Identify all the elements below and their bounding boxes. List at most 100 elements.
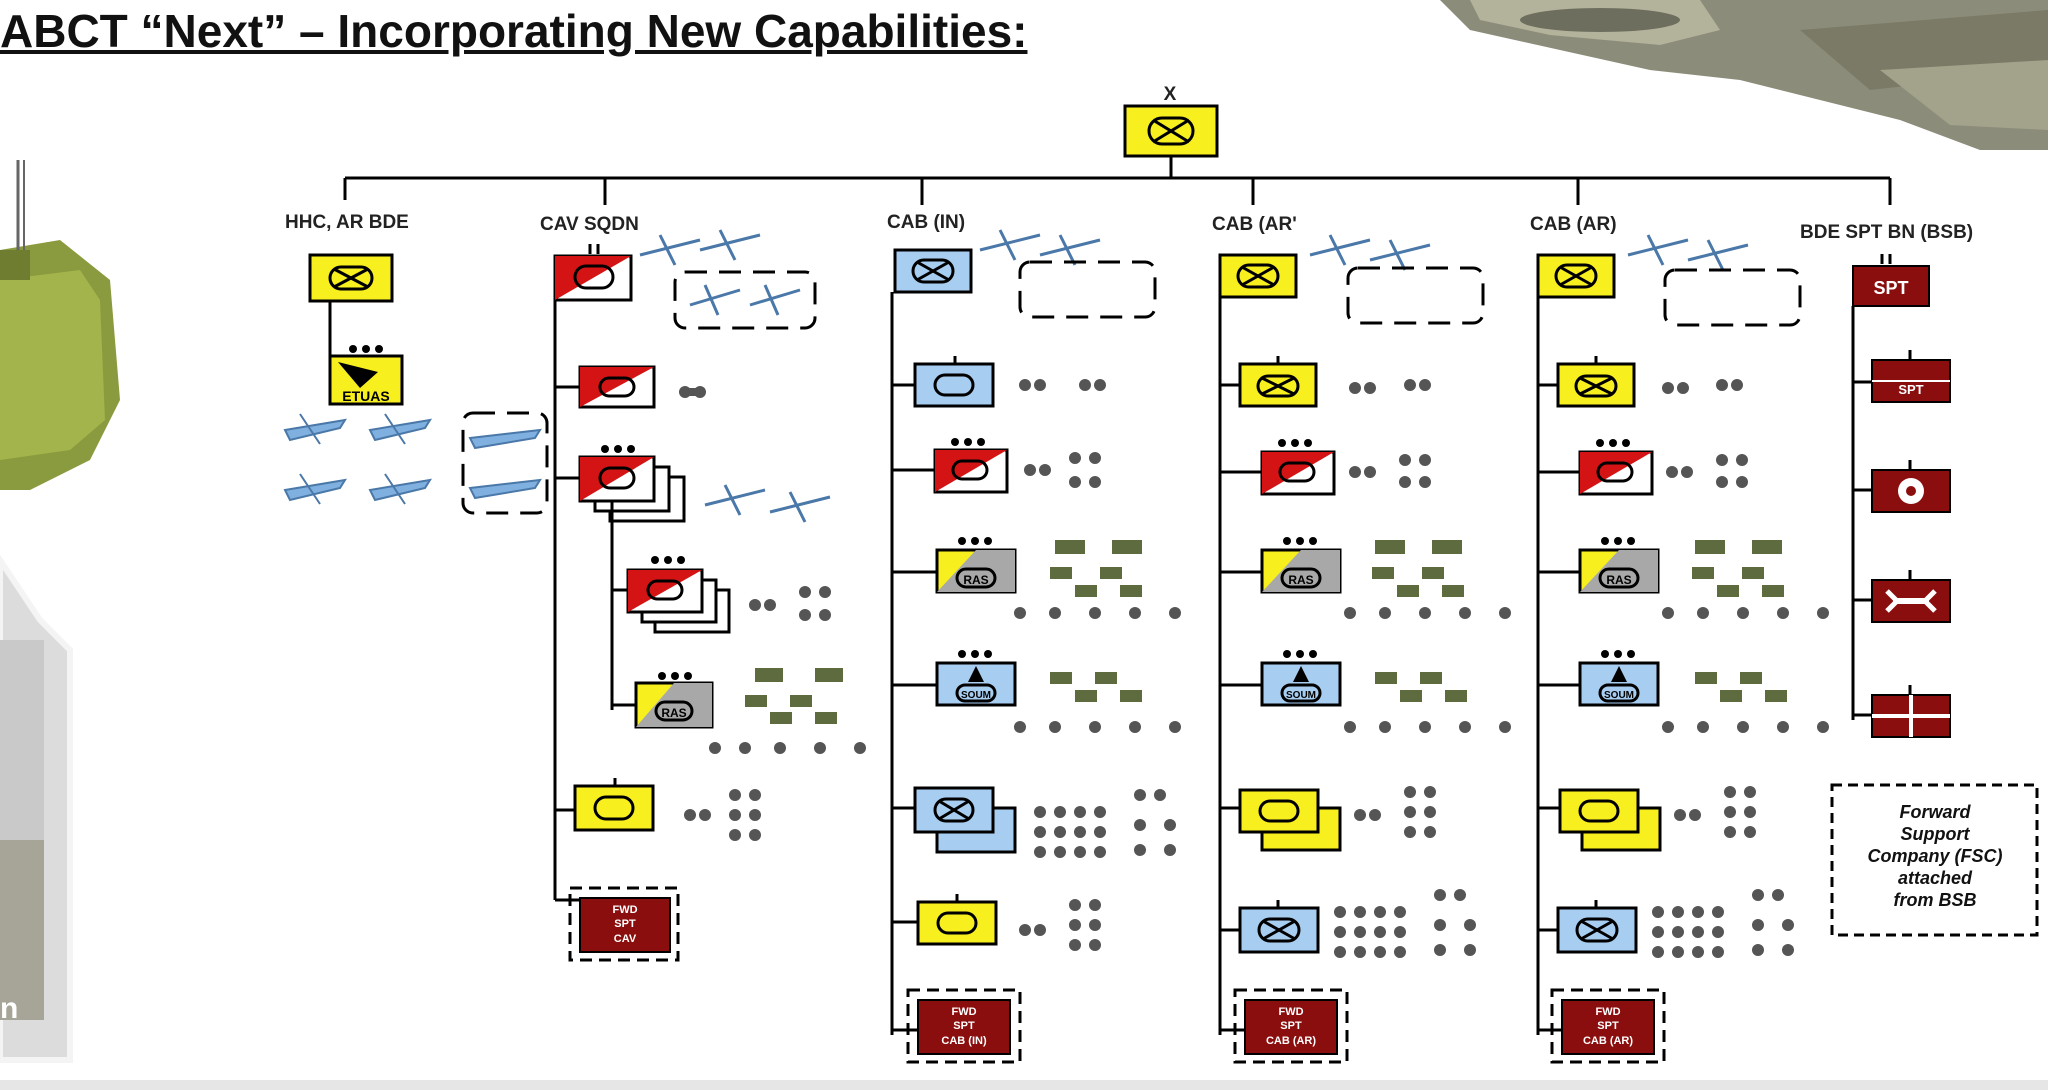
cabar2-tank-drones-icon [1674,786,1756,838]
cabin-quadcopter-icon [1019,379,1106,391]
cabar1-soum-vehicles-icon [1344,672,1511,733]
cabar2-mech-drones-icon [1652,889,1794,958]
cabar2-soum-symbol: SOUM [1538,650,1660,707]
cav-fwd-label-3: CAV [614,933,637,945]
cabar2-quadcopter-icon [1662,379,1743,394]
top-connector [343,156,1892,205]
tank-image-left [0,160,120,490]
cav-quadcopter-icon [679,386,706,398]
bsb-wrench-company-symbol [1853,570,1951,623]
footer-bar [0,1080,2048,1090]
cabin-hq-company-symbol [892,356,995,408]
tank-image-top-right [1440,0,2048,150]
cav-hq-symbol [553,244,633,302]
cabar1-ras-symbol: RAS [1220,537,1342,594]
cabar1-tank-companies-symbol [1220,788,1342,852]
cabin-fwd-label-3: CAB (IN) [941,1035,987,1047]
cabar2-mech-company-symbol [1538,900,1638,954]
bsb-medical-company-symbol [1853,685,1951,738]
cabar1-drones-icon [1349,454,1431,488]
cabin-tank-company-symbol [892,894,998,946]
hhc-uas-fleet-icon [283,413,433,505]
cabar1-scout-symbol [1220,439,1336,496]
column-label-cav-sqdn: CAV SQDN [540,214,639,235]
fsc-note-line-3: Company (FSC) [1868,846,2003,866]
hhc-uas-dashed-group [461,411,549,515]
fsc-note-line-5: from BSB [1893,890,1976,910]
cabar2-fwd-label-1: FWD [1595,1006,1620,1018]
cabar2-soum-label: SOUM [1604,690,1634,701]
cabin-scout-symbol [892,438,1009,494]
cav-uas-icon [639,229,761,266]
etuas-unit-symbol: ETUAS [328,345,404,406]
column-label-cab-ar-1: CAB (AR' [1212,214,1297,235]
cabin-ras-label: RAS [963,573,988,587]
cabin-fwd-label-2: SPT [953,1020,975,1032]
cabar1-fwd-spt-symbol: FWD SPT CAB (AR) [1220,988,1349,1064]
cabin-soum-label: SOUM [961,690,991,701]
photo-panel-caption: n [0,992,18,1025]
cabar1-quadcopter-icon [1349,379,1431,394]
cav-robotic-vehicles-icon [709,668,866,754]
cabin-ras-symbol: RAS [892,537,1017,594]
bsb-support-company-symbol: SPT [1853,350,1951,403]
cav-tank-drones-icon [684,789,761,841]
fsc-note-box: Forward Support Company (FSC) attached f… [1830,783,2039,937]
cabar2-ras-label: RAS [1606,573,1631,587]
cabar2-fwd-label-2: SPT [1597,1020,1619,1032]
cav-troop-hq-symbol [555,365,656,409]
cav-troop-uas-icon [704,484,831,523]
cav-ras-label: RAS [661,706,686,720]
page-title: ABCT “Next” – Incorporating New Capabili… [0,5,1028,57]
cabin-mech-companies-symbol [892,786,1017,854]
cav-ras-symbol: RAS [612,672,714,729]
fsc-note-line-2: Support [1901,824,1971,844]
cabar2-uas-dashed-group [1663,268,1802,327]
cabar2-hq-company-symbol [1538,356,1636,408]
cav-tank-company-symbol [555,778,655,832]
bsb-support-label: SPT [1898,382,1923,397]
cabar1-hq-symbol [1218,253,1298,299]
hhc-uas-reserve-icon [468,428,542,500]
cabin-fwd-spt-symbol: FWD SPT CAB (IN) [892,988,1022,1064]
brigade-hq-symbol [1123,104,1219,158]
cabar2-tank-companies-symbol [1538,788,1662,852]
cabar1-fwd-label-1: FWD [1278,1006,1303,1018]
cabin-soum-vehicles-icon [1014,672,1181,733]
cav-fwd-label-1: FWD [612,904,637,916]
cabin-mech-drones-icon [1034,789,1176,858]
cav-uas-dashed-group [673,270,817,330]
cabar2-hq-symbol [1536,253,1616,299]
cabar2-drones-icon [1666,454,1748,488]
cabar1-ras-label: RAS [1288,573,1313,587]
cav-uas-reserve-icon [689,284,801,316]
cav-drone-swarm-icon [749,586,831,621]
cabar2-fwd-label-3: CAB (AR) [1583,1035,1633,1047]
cabin-drones-icon [1024,452,1101,488]
column-label-hhc: HHC, AR BDE [285,212,409,233]
cabar1-fwd-label-2: SPT [1280,1020,1302,1032]
cabar2-fwd-spt-symbol: FWD SPT CAB (AR) [1538,988,1666,1064]
cabar1-mech-company-symbol [1220,900,1320,954]
cabar2-soum-vehicles-icon [1662,672,1829,733]
column-label-cab-ar-2: CAB (AR) [1530,214,1617,235]
cav-fwd-spt-symbol: FWD SPT CAV [555,886,680,962]
cav-troops-symbol [555,445,686,523]
bsb-hq-label: SPT [1873,278,1908,298]
hhc-hq-symbol [308,253,394,303]
cabar1-mech-drones-icon [1334,889,1476,958]
cabin-uas-dashed-group [1018,260,1157,319]
cabar1-soum-label: SOUM [1286,690,1316,701]
column-label-bsb: BDE SPT BN (BSB) [1800,222,1973,243]
bsb-maintenance-company-symbol [1853,460,1951,513]
cav-subtroop-symbol [612,556,731,634]
photo-panel-left: n [0,554,73,1063]
cabar1-hq-company-symbol [1220,356,1318,408]
cabar2-ras-symbol: RAS [1538,537,1660,594]
cabar2-robotic-vehicles-icon [1662,540,1829,619]
cabin-tank-drones-icon [1019,899,1101,951]
bsb-hq-symbol: SPT [1852,254,1930,307]
cabar1-uas-dashed-group [1346,266,1485,325]
cabin-robotic-vehicles-icon [1014,540,1181,619]
